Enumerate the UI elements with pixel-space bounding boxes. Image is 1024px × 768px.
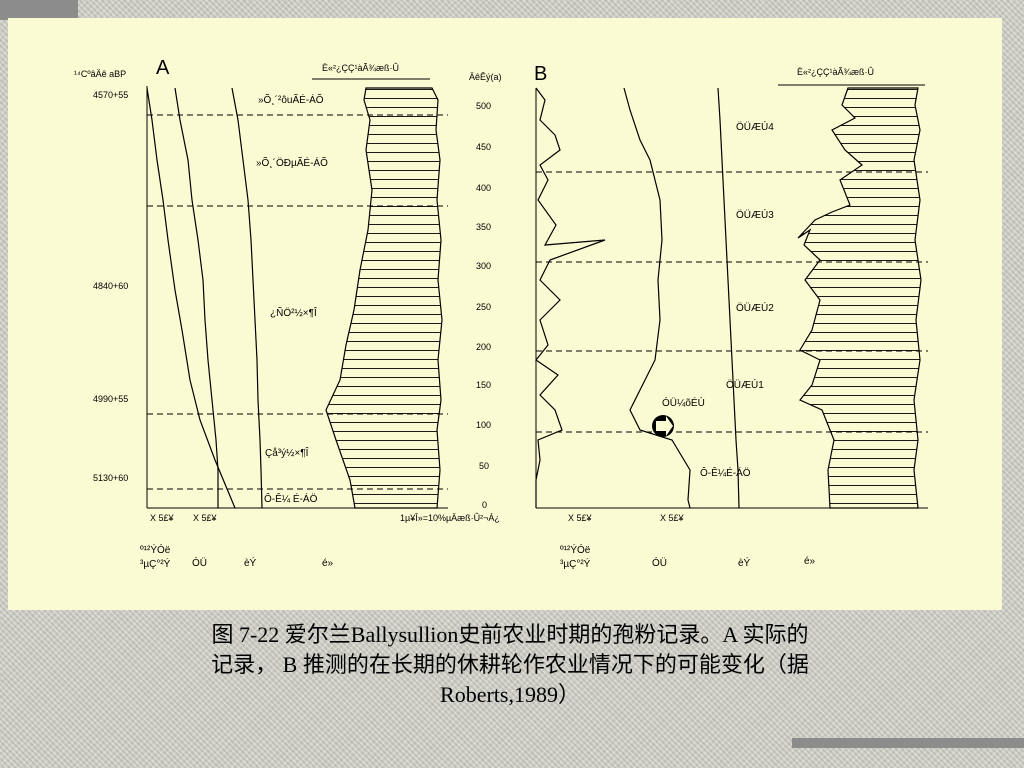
panel-b-label: B [534, 63, 547, 85]
panel-a-header: È«²¿ÇÇ¹àÃ¾æß·Û [322, 63, 399, 73]
panel-b-elm-curve [623, 87, 691, 509]
age-label: 4570+55 [93, 90, 128, 100]
caption-line: 图 7-22 爱尔兰Ballysullion史前农业时期的孢粉记录。A 实际的 [211, 622, 809, 647]
panel-a-herb-curve [146, 87, 236, 509]
panel-a-ivy-curve [231, 87, 263, 509]
zone-label: »Õ¸´ÖÐµÃÉ-ÁÕ [256, 156, 328, 169]
column-label: ÓÜ [192, 556, 207, 569]
column-label: èÝ [244, 556, 257, 569]
age-label: 4840+60 [93, 281, 128, 291]
time-tick: 100 [476, 420, 491, 430]
phase-label: ÖÜÆÚ2 [736, 301, 774, 314]
panel-a-elm-curve [174, 87, 219, 508]
panel-b-herb-curve [535, 87, 606, 508]
panel-a-age-header: ¹⁴CºâÄê aBP [74, 69, 126, 79]
caption-line: Roberts,1989） [440, 682, 580, 707]
time-tick: 150 [476, 380, 491, 390]
time-tick: 250 [476, 302, 491, 312]
panel-a-arboreal-pollen-area [325, 87, 443, 509]
zone-label: »Õ¸´²ôuÃÉ-ÁÕ [258, 93, 324, 106]
time-axis-ticks: 500 450 400 350 300 250 200 150 100 50 0 [476, 101, 491, 510]
time-tick: 0 [482, 500, 487, 510]
time-tick: 200 [476, 342, 491, 352]
scale-label: X 5£¥ [660, 513, 685, 523]
column-label: èÝ [738, 556, 751, 569]
column-label-line: º¹²ÝÓë [560, 543, 591, 556]
column-label-line: º¹²ÝÓë [140, 543, 171, 556]
time-tick: 350 [476, 222, 491, 232]
time-tick: 450 [476, 142, 491, 152]
zone-label: ¿ÑÖ²½×¶Î [270, 306, 318, 319]
phase-label: ÖÜÆÚ1 [726, 378, 764, 391]
column-label-line: ³µÇ°²Ý [140, 557, 171, 570]
figure-caption: 图 7-22 爱尔兰Ballysullion史前农业时期的孢粉记录。A 实际的 … [60, 620, 960, 710]
time-tick: 50 [479, 461, 489, 471]
column-label-line: ³µÇ°²Ý [560, 557, 591, 570]
phase-label: ÖÜÆÚ4 [736, 120, 774, 133]
decorative-bottom-bar [792, 738, 1024, 748]
age-label: 5130+60 [93, 473, 128, 483]
column-label: º¹²ÝÓë ³µÇ°²Ý [140, 543, 173, 570]
primeval-forest-label: Ô-Ê¼É-ÁÖ [700, 466, 751, 479]
elm-decline-label: ÓÜ¼õÉÙ [662, 396, 705, 409]
panel-b-ivy-curve [717, 87, 740, 509]
scale-label: X 5£¥ [150, 513, 175, 523]
panel-a-label: A [156, 57, 170, 79]
scale-note: 1µ¥Î»=10%µÄæß·Û²¬Á¿ [400, 513, 500, 523]
column-label: ÓÜ [652, 556, 667, 569]
time-tick: 300 [476, 261, 491, 271]
elm-decline-arrow-icon [652, 415, 674, 437]
column-label: º¹²ÝÓë ³µÇ°²Ý [560, 543, 593, 570]
age-label: 4990+55 [93, 394, 128, 404]
decorative-top-bar [0, 0, 78, 20]
phase-label: ÖÜÆÚ3 [736, 208, 774, 221]
column-label: é» [804, 556, 816, 567]
caption-line: 记录， B 推测的在长期的休耕轮作农业情况下的可能变化（据 [211, 652, 809, 677]
panel-b-header: È«²¿ÇÇ¹àÃ¾æß·Û [797, 67, 874, 77]
time-axis-title: ÄêÊý(a) [469, 72, 502, 82]
scale-label: X 5£¥ [193, 513, 218, 523]
zone-label: Çå³ý½×¶Î [265, 446, 310, 459]
scale-label: X 5£¥ [568, 513, 593, 523]
panel-b-arboreal-pollen-area [797, 87, 922, 509]
column-label: é» [322, 558, 334, 569]
zone-label: Ô-Ê¼ É-ÁÖ [264, 492, 318, 505]
time-tick: 500 [476, 101, 491, 111]
time-tick: 400 [476, 183, 491, 193]
